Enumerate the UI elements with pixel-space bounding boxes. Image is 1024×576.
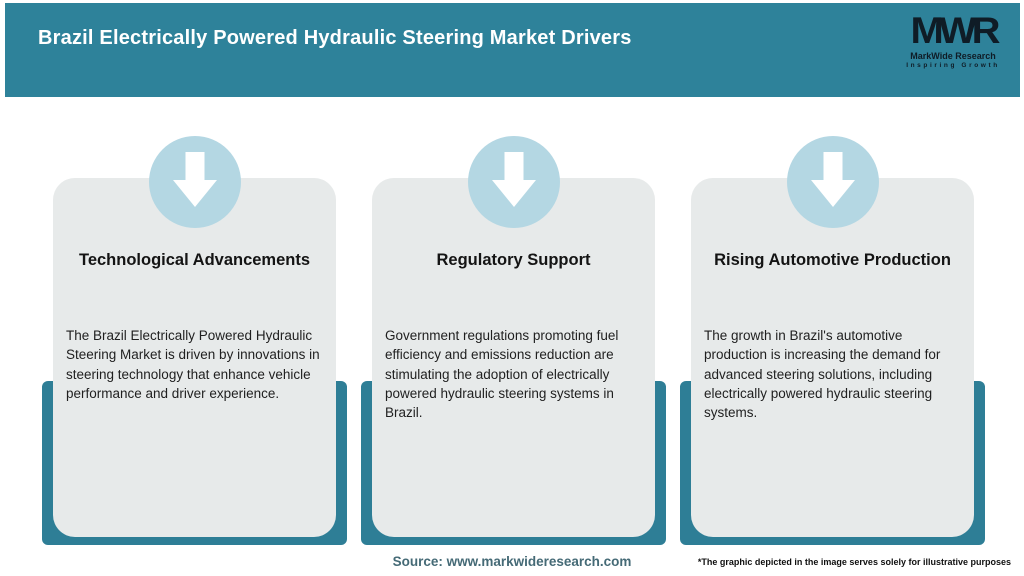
icon-circle — [786, 136, 879, 228]
icon-circle — [467, 136, 560, 228]
card-description: The growth in Brazil's automotive produc… — [704, 328, 941, 421]
down-arrow-icon — [810, 151, 856, 214]
icon-circle — [148, 136, 241, 228]
card-title: Technological Advancements — [78, 251, 311, 269]
card-title: Rising Automotive Production — [714, 251, 951, 269]
logo-tagline: Inspiring Growth — [906, 62, 1000, 69]
down-arrow-icon — [491, 151, 537, 214]
page-title: Brazil Electrically Powered Hydraulic St… — [38, 27, 632, 49]
disclaimer-text: *The graphic depicted in the image serve… — [697, 557, 1011, 567]
card-title: Regulatory Support — [436, 251, 591, 269]
source-text: Source: www.markwideresearch.com — [392, 554, 632, 569]
driver-card-rising-automotive-production: Rising Automotive Production The growth … — [691, 136, 974, 537]
driver-card-technological-advancements: Technological Advancements The Brazil El… — [53, 136, 336, 537]
card-description: The Brazil Electrically Powered Hydrauli… — [66, 328, 320, 401]
logo-name: MarkWide Research — [910, 51, 996, 61]
card-description: Government regulations promoting fuel ef… — [385, 328, 619, 421]
markwide-research-logo: MWR MarkWide Research Inspiring Growth — [898, 11, 1008, 70]
driver-card-regulatory-support: Regulatory Support Government regulation… — [372, 136, 655, 537]
header-bar: Brazil Electrically Powered Hydraulic St… — [5, 3, 1020, 97]
down-arrow-icon — [172, 151, 218, 214]
logo-acronym: MWR — [910, 10, 1001, 52]
